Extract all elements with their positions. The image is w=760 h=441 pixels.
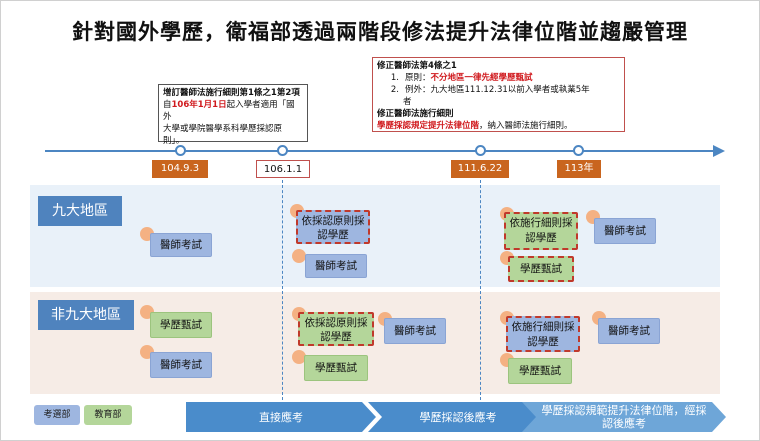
note-left-line2-pre: 自 [163, 100, 172, 110]
screening-box-r1: 學歷甄試 [508, 256, 574, 282]
note-right: 修正醫師法第4條之1 1. 原則：不分地區一律先經學歷甄試 2. 例外：九大地區11… [372, 57, 625, 132]
phase-recognition-then-exam: 學歷採認後應考 [368, 402, 548, 432]
legend-moex: 考選部 [34, 405, 80, 425]
screening-box-r2-c3: 學歷甄試 [508, 358, 572, 384]
timeline-marker-2 [277, 145, 288, 156]
note-right-item1-num: 1. [390, 73, 399, 83]
note-left-date: 106年1月1日 [171, 100, 227, 110]
bullet-dot [292, 350, 306, 364]
row-label-nine-regions: 九大地區 [38, 196, 122, 226]
rule-box-r2: 依施行細則採認學歷 [506, 316, 580, 352]
timeline-marker-1 [175, 145, 186, 156]
note-right-item1-pre: 原則： [405, 73, 431, 83]
note-left-heading: 增訂醫師法施行細則第1條之1第2項 [163, 88, 300, 98]
exam-box-r1-c2: 醫師考試 [305, 254, 367, 278]
timeline-arrowhead [713, 145, 725, 157]
exam-box-r1-c3: 醫師考試 [594, 218, 656, 244]
note-left-line2: 自106年1月1日起入學者適用「國外 [163, 99, 303, 123]
principle-box-r1: 依採認原則採認學歷 [296, 210, 370, 244]
note-right-heading1: 修正醫師法第4條之1 [377, 61, 457, 71]
note-right-item2: 2. 例外：九大地區111.12.31以前入學者或執業5年 [377, 84, 620, 96]
note-right-last-red: 學歷採認規定提升法律位階 [377, 121, 480, 131]
note-left-line2-post: 起入學者適用「國外 [163, 100, 295, 122]
timeline-marker-3 [475, 145, 486, 156]
note-right-heading2: 修正醫師法施行細則 [377, 109, 454, 119]
exam-box-r1-c1: 醫師考試 [150, 233, 212, 257]
exam-box-r2-c1: 醫師考試 [150, 352, 212, 378]
row-label-non-nine-regions: 非九大地區 [38, 300, 134, 330]
date-label-4: 113年 [557, 160, 601, 178]
note-right-last-post: ，納入醫師法施行細則。 [479, 121, 573, 131]
legend-moe: 教育部 [84, 405, 132, 425]
timeline-marker-4 [573, 145, 584, 156]
page-title: 針對國外學歷，衛福部透過兩階段修法提升法律位階並趨嚴管理 [72, 20, 688, 44]
exam-box-r2-c3: 醫師考試 [598, 318, 660, 344]
note-left: 增訂醫師法施行細則第1條之1第2項 自106年1月1日起入學者適用「國外 大學或… [158, 84, 308, 146]
note-left-line3: 大學或學院醫學系科學歷採認原 [163, 124, 283, 134]
principle-box-r2: 依採認原則採認學歷 [298, 312, 374, 346]
screening-box-r2-c1: 學歷甄試 [150, 312, 212, 338]
note-right-item1-red: 不分地區一律先經學歷甄試 [430, 73, 533, 83]
note-right-last: 學歷採認規定提升法律位階，納入醫師法施行細則。 [377, 120, 620, 132]
phase-legal-level-exam: 學歷採認規範提升法律位階，經採認後應考 [522, 402, 726, 432]
divider-111 [480, 180, 481, 400]
note-right-item2-num: 2. [390, 85, 399, 95]
phase-direct-exam: 直接應考 [186, 402, 376, 432]
date-label-2: 106.1.1 [256, 160, 310, 178]
rule-box-r1: 依施行細則採認學歷 [504, 212, 578, 250]
date-label-3: 111.6.22 [451, 160, 509, 178]
exam-box-r2-c2: 醫師考試 [384, 318, 446, 344]
note-right-item2-text: 例外：九大地區111.12.31以前入學者或執業5年 [405, 85, 590, 95]
note-right-item1: 1. 原則：不分地區一律先經學歷甄試 [377, 72, 620, 84]
timeline-line [45, 150, 715, 152]
note-left-line4: 則」。 [163, 136, 185, 146]
note-right-item2-cont: 者 [403, 97, 412, 107]
screening-box-r2-c2: 學歷甄試 [304, 355, 368, 381]
date-label-1: 104.9.3 [152, 160, 208, 178]
divider-106 [282, 180, 283, 400]
bullet-dot [292, 249, 306, 263]
